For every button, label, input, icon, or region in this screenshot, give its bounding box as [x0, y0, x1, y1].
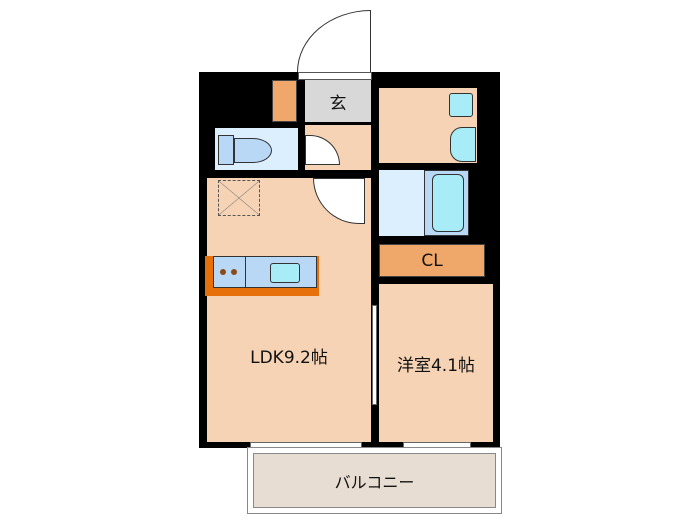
closet-label: CL: [421, 250, 443, 271]
western-window[interactable]: [403, 442, 471, 448]
bathtub-basin-icon: [432, 174, 464, 232]
ldk-window[interactable]: [250, 442, 362, 448]
entrance-opening: [298, 72, 372, 80]
stove-icon: [213, 256, 246, 288]
shoe-cabinet: [272, 80, 297, 122]
sink-icon: [450, 127, 476, 162]
toilet-bowl-icon: [234, 138, 272, 163]
entry-door-swing: [297, 10, 371, 72]
washing-machine-icon: [449, 93, 473, 117]
western-room: 洋室4.1帖: [379, 284, 493, 442]
balcony: バルコニー: [247, 447, 502, 514]
ldk-room: LDK9.2帖: [207, 178, 371, 442]
western-room-label: 洋室4.1帖: [396, 355, 476, 376]
genkan-label: 玄: [329, 93, 347, 114]
ldk-label: LDK9.2帖: [250, 347, 328, 368]
closet: CL: [379, 244, 485, 277]
kitchen-sink-icon: [270, 263, 300, 283]
genkan-room: 玄: [305, 80, 371, 122]
balcony-label: バルコニー: [334, 472, 415, 492]
toilet-tank: [218, 135, 234, 165]
storage-hatch: [218, 180, 260, 216]
sliding-door[interactable]: [372, 305, 377, 405]
